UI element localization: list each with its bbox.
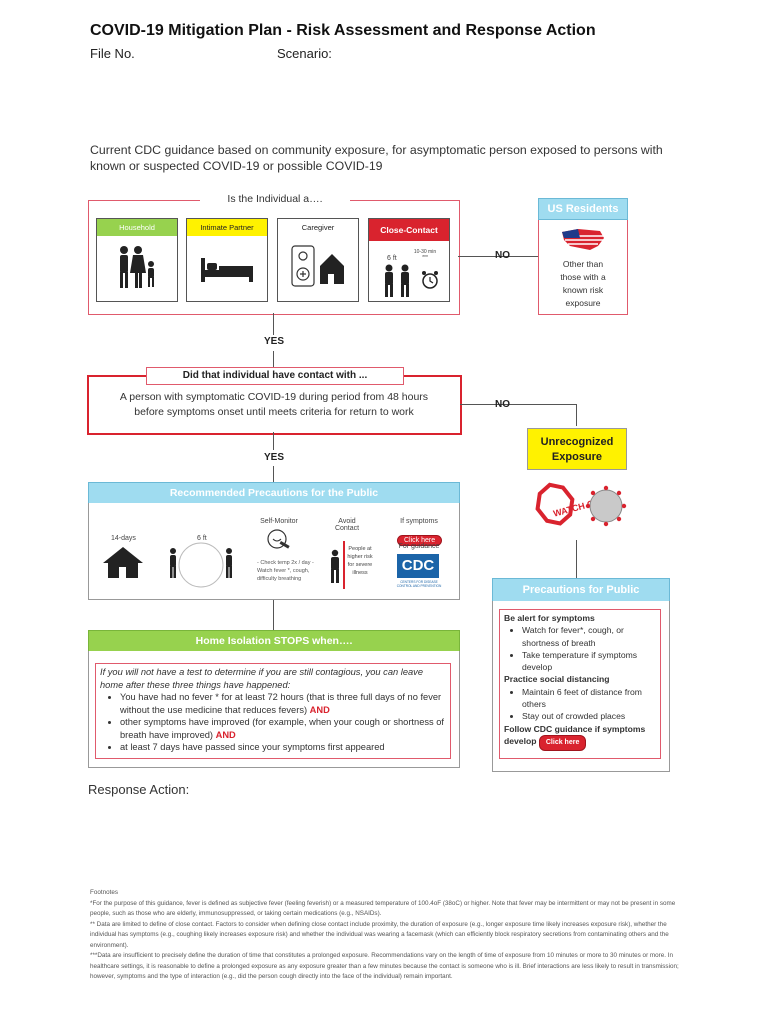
precautions-right-heading: Precautions for Public [492, 578, 670, 602]
distancing-heading: Practice social distancing [504, 674, 610, 685]
click-here-wrap-1: Click here [397, 529, 443, 547]
footnote-3: ***Data are insufficient to precisely de… [90, 952, 679, 980]
distance-label: 6 ft [197, 535, 207, 542]
connector-no-2-down [576, 404, 577, 426]
alert-heading: Be alert for symptoms [504, 613, 595, 623]
scenario-label: Scenario: [277, 46, 332, 61]
for-guidance-label: For guidance [398, 543, 440, 550]
flow-yes-2: YES [264, 452, 285, 463]
flow-yes-1: YES [264, 336, 285, 347]
distancing-list: Maintain 6 feet of distance from others … [504, 686, 656, 723]
tile-close-contact: Close-Contact 6 ft 10-30 min *** [368, 218, 450, 302]
bed-icon [201, 258, 253, 282]
home-isolation-heading: Home Isolation STOPS when…. [88, 630, 460, 652]
higher-risk-text: People at higher risk for severe illness [347, 546, 373, 576]
close-contact-time: 10-30 min *** [413, 249, 437, 261]
tile-household-label: Household [97, 219, 177, 236]
click-here-button-1[interactable]: Click here [397, 535, 443, 546]
us-residents-heading: US Residents [538, 198, 628, 220]
cdc-logo-text: CDC [401, 557, 435, 574]
person-avoid-icon [331, 549, 339, 583]
avoid-contact-label: Avoid Contact [334, 518, 360, 532]
connector-no-1 [458, 256, 538, 257]
list-item: Stay out of crowded places [522, 710, 656, 722]
footnote-1: *For the purpose of this guidance, fever… [90, 899, 676, 918]
list-item: other symptoms have improved (for exampl… [120, 716, 446, 741]
tile-close-contact-label: Close-Contact [369, 219, 449, 241]
individual-heading: Is the Individual a…. [200, 193, 350, 205]
precautions-right-inner: Be alert for symptoms Watch for fever*, … [499, 609, 661, 759]
cdc-subtitle: CENTERS FOR DISEASE CONTROL AND PREVENTI… [396, 580, 442, 588]
tile-intimate-partner: Intimate Partner [186, 218, 268, 302]
unrecognized-exposure: Unrecognized Exposure [527, 428, 627, 470]
file-no-label: File No. [90, 46, 135, 61]
home-isolation-list: You have had no fever * for at least 72 … [100, 691, 446, 754]
list-item: Take temperature if symptoms develop [522, 649, 656, 674]
tile-intimate-partner-label: Intimate Partner [187, 219, 267, 236]
self-monitor-detail: - Check temp 2x / day - Watch fever *, c… [257, 560, 314, 582]
distance-circle-icon [170, 542, 232, 588]
flow-no-1: NO [495, 250, 510, 261]
caregiver-icon [291, 245, 344, 287]
connector-no-2 [460, 404, 576, 405]
list-item: Watch for fever*, cough, or shortness of… [522, 624, 656, 649]
alarm-clock-icon [422, 271, 438, 289]
list-item: Maintain 6 feet of distance from others [522, 686, 656, 711]
two-people-icon [385, 264, 409, 297]
response-action-label: Response Action: [88, 782, 190, 797]
follow-guidance: Follow CDC guidance if symptoms develop … [504, 723, 656, 752]
us-residents-text: Other than those with a known risk expos… [560, 259, 606, 308]
intro-text: Current CDC guidance based on community … [90, 143, 663, 173]
cdc-logo: CDC [397, 554, 439, 578]
tile-household: Household [96, 218, 178, 302]
family-icon [120, 246, 154, 288]
home-isolation-box: If you will not have a test to determine… [88, 651, 460, 768]
connector-isolation [273, 600, 274, 630]
precautions-right-box: Be alert for symptoms Watch for fever*, … [492, 601, 670, 772]
connector-yes-1-line [273, 313, 274, 335]
days-label: 14-days [111, 535, 136, 542]
connector-yes-2-line [273, 432, 274, 450]
tile-caregiver: Caregiver [277, 218, 359, 302]
if-symptoms-label: If symptoms [400, 518, 438, 525]
connector-yes-2-line-b [273, 466, 274, 482]
home-isolation-intro: If you will not have a test to determine… [100, 667, 423, 690]
footnotes: Footnotes *For the purpose of this guida… [90, 888, 680, 983]
connector-yes-1-line-b [273, 351, 274, 368]
page-title: COVID-19 Mitigation Plan - Risk Assessme… [90, 22, 596, 39]
home-isolation-inner: If you will not have a test to determine… [95, 663, 451, 759]
flow-no-2: NO [495, 399, 510, 410]
precautions-public-heading: Recommended Precautions for the Public [88, 482, 460, 504]
house-icon [103, 547, 143, 578]
list-item: at least 7 days have passed since your s… [120, 741, 446, 754]
thermometer-person-icon [267, 529, 290, 549]
click-here-button-2[interactable]: Click here [538, 734, 587, 752]
close-contact-distance: 6 ft [387, 255, 397, 262]
alert-list: Watch for fever*, cough, or shortness of… [504, 624, 656, 673]
watch-out-sign-icon: WATCH OUT [535, 482, 627, 527]
contact-heading: Did that individual have contact with ..… [146, 367, 404, 385]
footnotes-heading: Footnotes [90, 889, 119, 896]
connector-unrecognized-down [576, 540, 577, 578]
us-flag-icon [562, 229, 604, 250]
precautions-public-box: 14-days 6 ft Self-Monitor - Check temp 2… [88, 503, 460, 600]
contact-text: A person with symptomatic COVID-19 durin… [119, 391, 429, 418]
tile-caregiver-label: Caregiver [278, 219, 358, 236]
self-monitor-label: Self-Monitor [260, 518, 298, 525]
higher-risk-divider [343, 541, 345, 589]
footnote-2: ** Data are limited to define of close c… [90, 920, 669, 949]
list-item: You have had no fever * for at least 72 … [120, 691, 446, 716]
